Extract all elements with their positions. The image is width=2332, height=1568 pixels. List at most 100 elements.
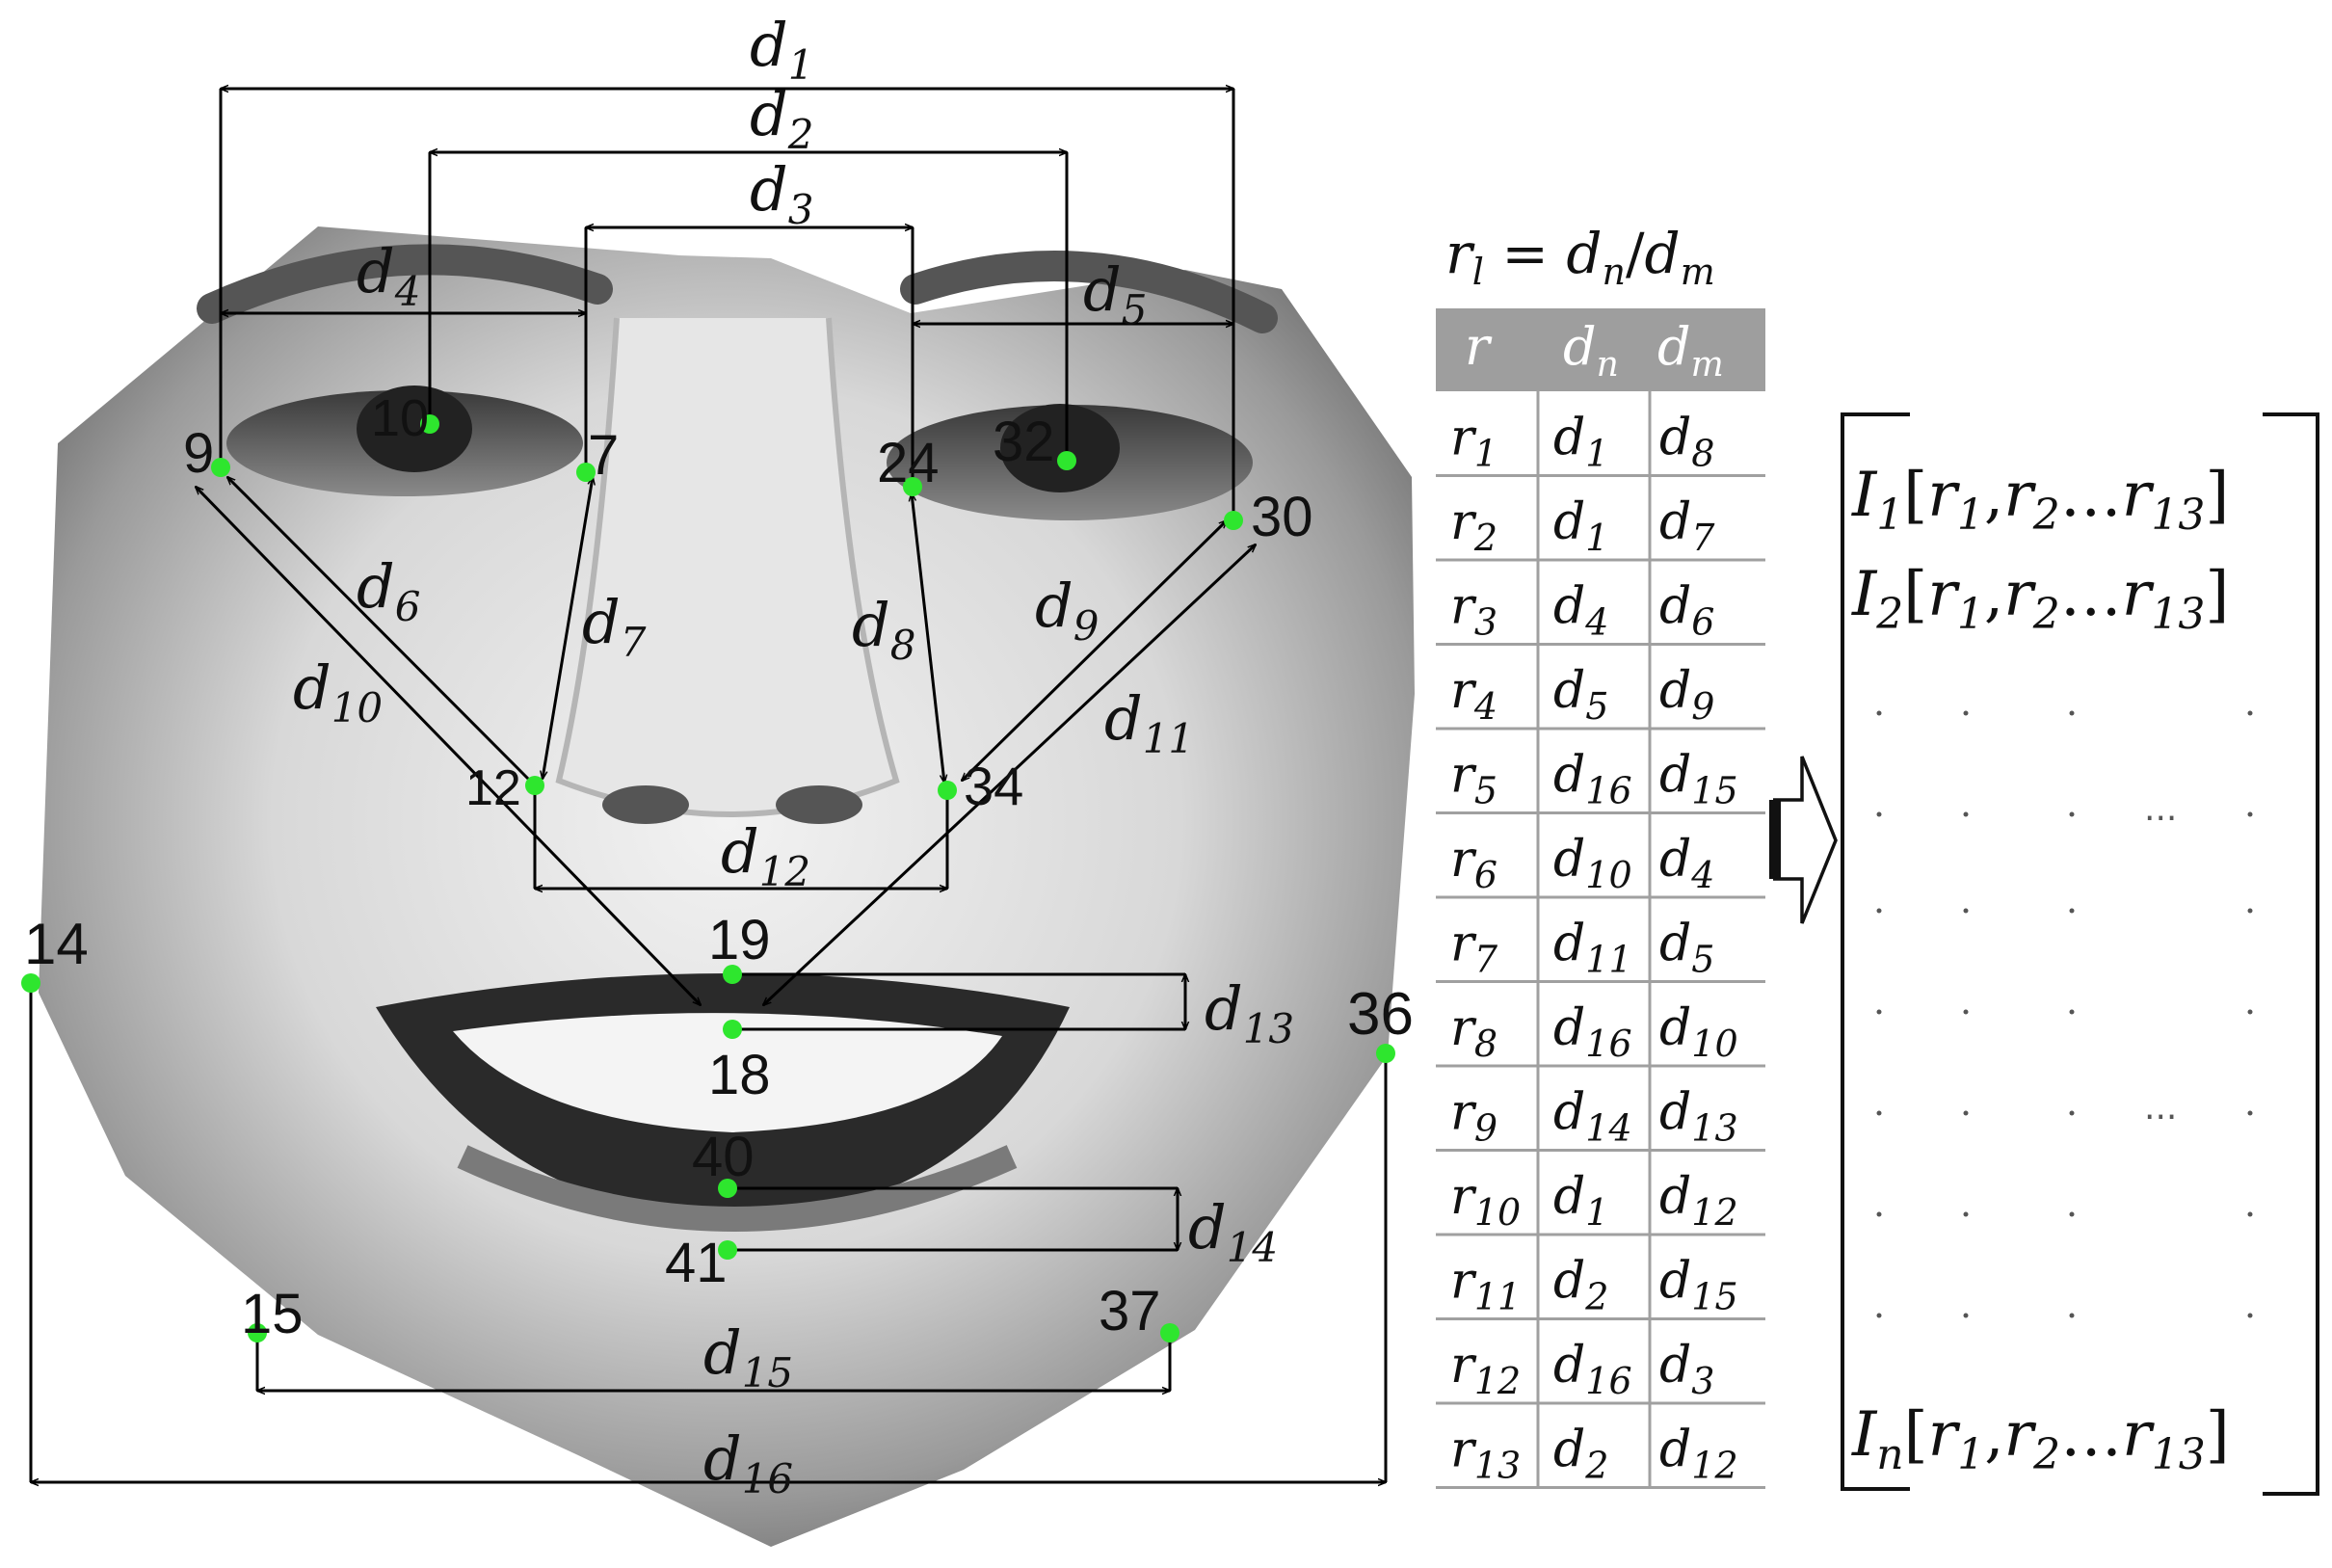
- landmark-label-7: 7: [588, 424, 619, 487]
- landmark-label-18: 18: [708, 1044, 771, 1106]
- line-d10: [196, 487, 701, 1005]
- matrix-dot: [2069, 1110, 2075, 1116]
- landmark-dot-24: [903, 477, 922, 496]
- right-brow: [900, 251, 1278, 333]
- matrix-dot: [1876, 1009, 1882, 1015]
- table-cell-dm: d12: [1659, 1168, 1738, 1234]
- landmark-dot-30: [1224, 511, 1243, 530]
- right-iris: [1000, 404, 1120, 492]
- landmark-dot-32: [1057, 451, 1076, 470]
- matrix-dot: [2247, 1211, 2253, 1217]
- landmark-dot-19: [723, 965, 742, 984]
- matrix-dot: [2069, 1211, 2075, 1217]
- table-cell-r: r5: [1450, 747, 1497, 812]
- landmark-dot-34: [938, 781, 957, 800]
- table-cell-dm: d6: [1659, 578, 1714, 644]
- landmark-label-37: 37: [1099, 1280, 1161, 1342]
- landmark-label-30: 30: [1251, 486, 1313, 548]
- matrix-dot: [1876, 710, 1882, 716]
- matrix-dot: [2069, 908, 2075, 914]
- table-cell-dm: d15: [1659, 747, 1738, 812]
- matrix-dot: [1963, 908, 1969, 914]
- distance-label-d8: d8: [852, 590, 915, 669]
- landmark-dot-37: [1160, 1323, 1179, 1342]
- distance-lines: [29, 89, 1388, 1482]
- table-cell-dm: d9: [1659, 662, 1714, 728]
- table-cell-dm: d10: [1659, 999, 1738, 1065]
- landmark-dot-7: [576, 463, 596, 482]
- table-header-cell: dm: [1657, 316, 1724, 385]
- matrix-dot: [2247, 1313, 2253, 1318]
- matrix-dot: [1876, 1313, 1882, 1318]
- matrix-dot: [2247, 710, 2253, 716]
- distance-label-d14: d14: [1188, 1192, 1278, 1271]
- table-cell-r: r13: [1450, 1422, 1521, 1487]
- landmark-dot-10: [420, 414, 439, 434]
- left-brow: [197, 244, 613, 324]
- landmark-label-15: 15: [241, 1283, 304, 1345]
- table-cell-r: r2: [1450, 493, 1497, 559]
- table-cell-dn: d16: [1553, 747, 1632, 812]
- table-cell-dm: d12: [1659, 1422, 1738, 1487]
- distance-label-d6: d6: [357, 551, 420, 630]
- table-cell-r: r12: [1450, 1337, 1521, 1402]
- teeth: [453, 1013, 1002, 1132]
- matrix-dot: [1963, 811, 1969, 817]
- table-cell-r: r7: [1450, 916, 1498, 981]
- matrix-dot: [1963, 1211, 1969, 1217]
- table-cell-r: r9: [1450, 1084, 1497, 1150]
- matrix-dot: [1963, 1110, 1969, 1116]
- landmark-label-32: 32: [993, 411, 1055, 473]
- distance-label-d12: d12: [721, 816, 810, 895]
- table-cell-dn: d11: [1553, 916, 1632, 981]
- landmark-label-40: 40: [692, 1126, 755, 1188]
- matrix-row-I1: I1[r1,r2…r13]: [1851, 460, 2229, 540]
- distance-label-d16: d16: [703, 1423, 793, 1502]
- matrix-right-bracket: [2263, 412, 2319, 1496]
- matrix-row-In: In[r1,r2…r13]: [1851, 1399, 2230, 1479]
- table-cell-dm: d8: [1659, 410, 1714, 475]
- table-cell-r: r3: [1450, 578, 1497, 644]
- landmark-dot-18: [723, 1020, 742, 1039]
- table-cell-dm: d15: [1659, 1253, 1738, 1318]
- distance-label-d15: d15: [703, 1317, 793, 1396]
- table-cell-dn: d1: [1553, 493, 1608, 559]
- landmark-label-12: 12: [465, 760, 521, 816]
- table-cell-dm: d7: [1659, 493, 1715, 559]
- matrix-row-I2: I2[r1,r2…r13]: [1851, 559, 2229, 639]
- landmark-dot-12: [525, 776, 544, 795]
- matrix-dot: [2069, 1313, 2075, 1318]
- landmark-label-19: 19: [708, 909, 771, 971]
- table-header: [1436, 308, 1765, 391]
- matrix-dot: [2247, 1009, 2253, 1015]
- distance-label-d5: d5: [1083, 254, 1147, 333]
- table-cell-r: r11: [1450, 1253, 1521, 1318]
- table-cell-r: r4: [1450, 662, 1497, 728]
- matrix-ellipsis: ...: [2144, 1088, 2177, 1128]
- landmark-label-10: 10: [371, 389, 429, 447]
- table-cell-r: r10: [1450, 1168, 1521, 1234]
- nostril-left: [602, 785, 689, 824]
- feature-matrix: I1[r1,r2…r13]I2[r1,r2…r13]In[r1,r2…r13] …: [1841, 412, 2319, 1496]
- matrix-dot: [1963, 710, 1969, 716]
- distance-label-d10: d10: [293, 652, 383, 731]
- table-row: r5 d16 d15: [1436, 747, 1765, 814]
- landmark-dot-41: [718, 1240, 737, 1260]
- landmark-label-9: 9: [183, 422, 214, 485]
- landmark-dot-40: [718, 1179, 737, 1198]
- table-cell-dm: d4: [1659, 831, 1714, 896]
- matrix-ellipsis: ...: [2144, 789, 2177, 829]
- left-iris: [357, 385, 472, 472]
- distance-label-d11: d11: [1104, 683, 1194, 762]
- table-cell-dn: d14: [1553, 1084, 1632, 1150]
- matrix-dot: [2069, 1009, 2075, 1015]
